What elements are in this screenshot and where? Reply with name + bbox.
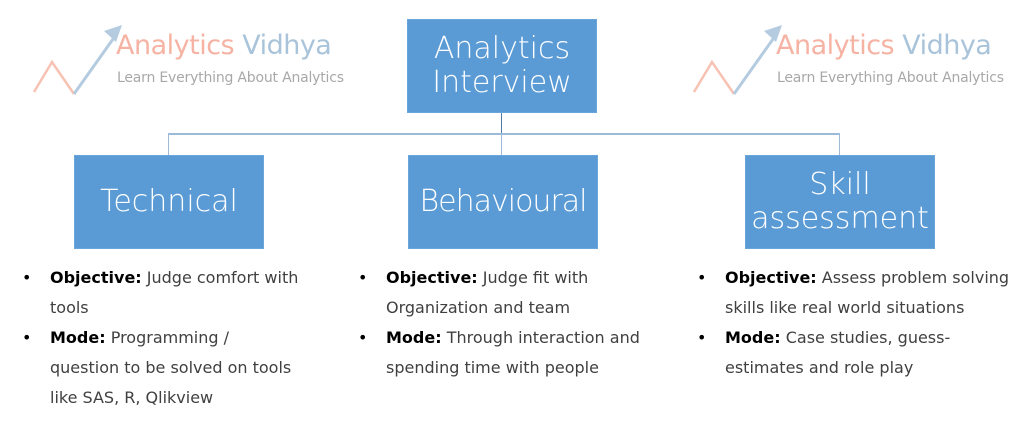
trend-arrow-icon: [692, 25, 782, 95]
connector-horizontal: [168, 133, 840, 135]
trend-arrow-icon: [32, 25, 122, 95]
root-node-line2: Interview: [432, 65, 572, 100]
list-item-mode: •Mode: Case studies, guess-estimates and…: [697, 328, 951, 377]
root-node-analytics-interview: Analytics Interview: [407, 19, 597, 113]
logo-brand: Analytics Vidhya: [116, 30, 332, 61]
connector-drop-behavioural: [501, 134, 502, 155]
connector-root-stem: [501, 113, 502, 134]
root-node-line1: Analytics: [433, 30, 571, 66]
branch-node-technical: Technical: [74, 155, 264, 249]
branch-node-skill-assessment: Skill assessment: [745, 155, 935, 249]
analytics-vidhya-logo-left: Analytics Vidhya Learn Everything About …: [30, 22, 344, 102]
connector-drop-technical: [168, 134, 169, 155]
connector-drop-skill: [839, 134, 840, 155]
logo-tagline: Learn Everything About Analytics: [117, 70, 344, 86]
logo-tagline: Learn Everything About Analytics: [777, 70, 1004, 86]
list-item-mode: •Mode: Programming /question to be solve…: [22, 328, 292, 407]
analytics-vidhya-logo-right: Analytics Vidhya Learn Everything About …: [690, 22, 1004, 102]
logo-brand: Analytics Vidhya: [776, 30, 992, 61]
branch-node-behavioural: Behavioural: [408, 155, 598, 249]
